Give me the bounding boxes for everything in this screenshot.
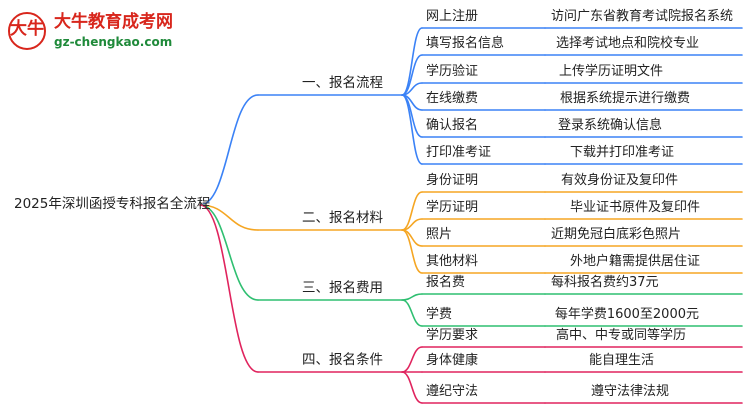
branch-to-item-connector — [401, 94, 423, 165]
item-detail: 上传学历证明文件 — [558, 64, 663, 79]
item-label: 网上注册 — [426, 9, 479, 24]
item-label: 学历证明 — [426, 200, 479, 215]
branch-to-item-connector — [401, 54, 423, 96]
item-label: 报名费 — [426, 275, 466, 290]
item-detail: 根据系统提示进行缴费 — [559, 91, 690, 106]
root-node: 2025年深圳函授专科报名全流程 — [14, 196, 211, 212]
item-label: 学费 — [426, 307, 453, 322]
item-detail: 选择考试地点和院校专业 — [555, 36, 699, 51]
branch-to-item-connector — [401, 371, 423, 404]
logo-badge-icon: 大牛 — [8, 12, 46, 50]
item-detail: 访问广东省教育考试院报名系统 — [551, 9, 734, 24]
item-label: 填写报名信息 — [426, 36, 505, 51]
logo-badge-text: 大牛 — [10, 19, 44, 39]
branch-label: 四、报名条件 — [302, 352, 383, 368]
item-detail: 能自理生活 — [588, 353, 654, 368]
item-label: 打印准考证 — [426, 145, 492, 160]
item-label: 照片 — [426, 227, 453, 242]
branch-to-item-connector — [401, 346, 423, 373]
root-to-branch-connector — [199, 204, 259, 373]
branch-to-item-connector — [401, 293, 423, 301]
item-label: 确认报名 — [426, 118, 479, 133]
item-detail: 外地户籍需提供居住证 — [569, 254, 700, 269]
branch-to-item-connector — [401, 299, 423, 327]
branch-to-item-connector — [401, 229, 423, 274]
branch-label: 二、报名材料 — [302, 210, 383, 226]
item-detail: 毕业证书原件及复印件 — [569, 200, 700, 215]
root-to-branch-connector — [199, 94, 259, 206]
item-detail: 遵守法律法规 — [590, 384, 669, 399]
item-label: 身份证明 — [426, 173, 479, 188]
item-detail: 高中、中专或同等学历 — [555, 328, 686, 343]
logo-title: 大牛教育成考网 — [54, 12, 173, 32]
root-to-branch-connector — [199, 204, 259, 231]
branch-to-item-connector — [401, 27, 423, 96]
logo-url: gz-chengkao.com — [54, 35, 173, 49]
item-label: 身体健康 — [426, 353, 479, 368]
item-detail: 登录系统确认信息 — [557, 118, 662, 133]
branch-label: 一、报名流程 — [302, 75, 383, 91]
item-detail: 每年学费1600至2000元 — [554, 307, 699, 322]
root-to-branch-connector — [199, 204, 259, 301]
item-label: 遵纪守法 — [426, 384, 479, 399]
item-detail: 每科报名费约37元 — [551, 275, 659, 290]
item-detail: 近期免冠白底彩色照片 — [551, 227, 682, 242]
item-detail: 下载并打印准考证 — [569, 145, 674, 160]
item-label: 其他材料 — [426, 254, 479, 269]
item-label: 在线缴费 — [426, 91, 479, 106]
item-detail: 有效身份证及复印件 — [560, 173, 678, 188]
site-logo: 大牛 大牛教育成考网 gz-chengkao.com — [4, 6, 184, 54]
item-label: 学历验证 — [426, 64, 479, 79]
branch-label: 三、报名费用 — [302, 280, 383, 296]
item-label: 学历要求 — [426, 328, 479, 343]
